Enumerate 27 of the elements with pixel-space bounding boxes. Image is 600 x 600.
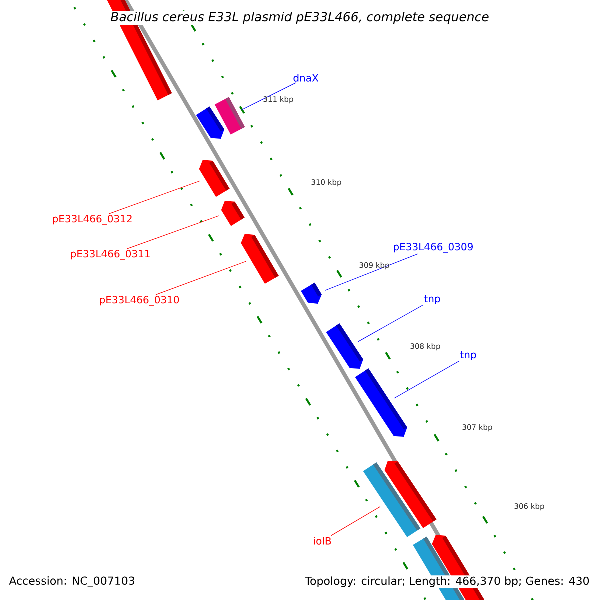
- gene-label: tnp: [424, 295, 440, 305]
- gene-feature: [301, 282, 322, 304]
- gene-label: pE33L466_0310: [100, 296, 180, 306]
- footer-text: Accession: NC_007103: [9, 576, 134, 588]
- leader-line: [325, 254, 418, 291]
- gene-label: pE33L466_0312: [53, 215, 132, 225]
- leader-line: [242, 82, 296, 110]
- gene-feature: [214, 97, 246, 135]
- leader-line: [109, 180, 201, 214]
- gene-label: pE33L466_0311: [71, 250, 150, 260]
- leader-line: [330, 506, 381, 536]
- leader-line: [156, 261, 246, 296]
- gene-feature: [221, 201, 245, 226]
- gene-feature: [241, 234, 279, 284]
- gene-label: dnaX: [294, 74, 319, 82]
- leader-line: [394, 361, 460, 399]
- gene-feature: [363, 462, 421, 538]
- gene-label: pE33L466_0309: [394, 243, 473, 253]
- gene-label: tnp: [460, 351, 476, 361]
- footer-text: Topology: circular; Length: 466,370 bp; Genes: 430: [304, 576, 591, 588]
- gene-label: iolB: [314, 537, 332, 545]
- gene-feature: [326, 324, 364, 369]
- title: Bacillus cereus E33L plasmid pE33L466, complete sequence: [110, 10, 490, 26]
- leader-line: [358, 305, 424, 342]
- gene-feature: [355, 368, 408, 437]
- gene-feature: [199, 160, 230, 198]
- leader-line: [127, 216, 220, 250]
